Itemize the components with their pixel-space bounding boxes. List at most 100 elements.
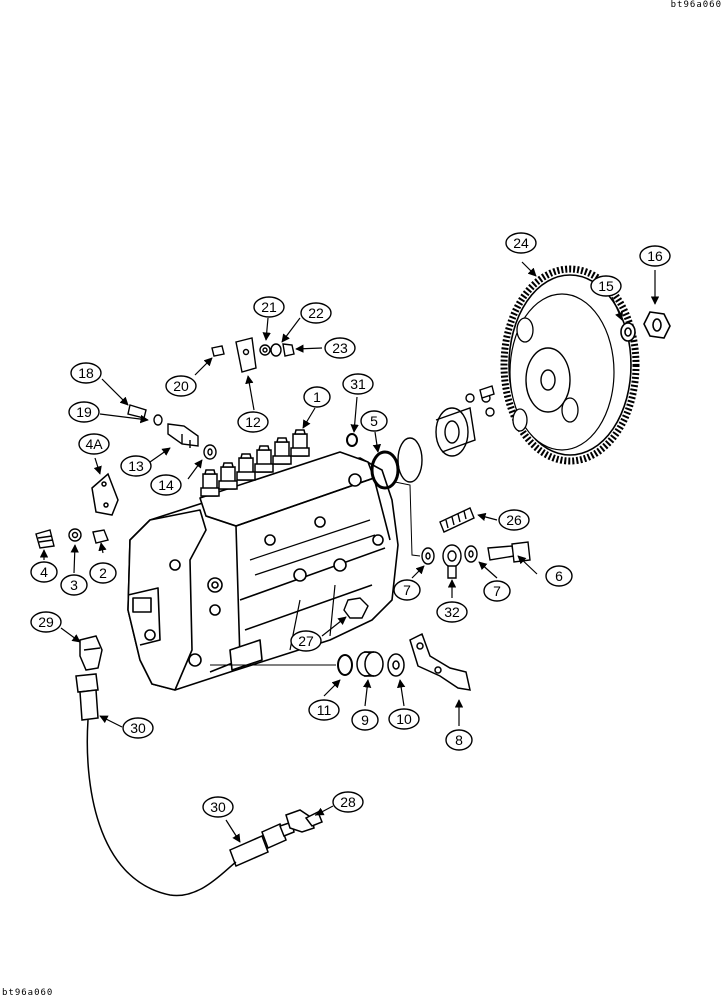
o-ring xyxy=(346,433,358,447)
callout-number: 7 xyxy=(403,582,411,598)
callout-c29: 29 xyxy=(30,611,62,633)
callout-c31: 31 xyxy=(342,373,374,395)
callout-bubble xyxy=(505,232,537,254)
callout-number: 15 xyxy=(598,278,614,294)
callout-bubble xyxy=(332,791,364,813)
callout-c7b: 7 xyxy=(483,580,511,602)
callout-c11: 11 xyxy=(308,699,340,721)
callout-bubble xyxy=(308,699,340,721)
callout-c27: 27 xyxy=(290,630,322,652)
callout-bubble xyxy=(78,433,110,455)
callout-number: 11 xyxy=(317,702,332,718)
leader-lines xyxy=(39,261,660,843)
callout-c20: 20 xyxy=(165,375,197,397)
callout-number: 14 xyxy=(158,477,174,493)
drawing-code-bottom: bt96a060 xyxy=(2,988,54,998)
callout-bubble xyxy=(290,630,322,652)
callout-bubble xyxy=(253,296,285,318)
return-line-parts xyxy=(421,541,531,579)
callout-number: 3 xyxy=(70,577,78,593)
callout-number: 9 xyxy=(361,712,369,728)
callout-number: 32 xyxy=(444,604,460,620)
callout-bubble xyxy=(590,275,622,297)
callout-bubble xyxy=(60,574,88,596)
callout-number: 4 xyxy=(40,564,48,580)
callout-number: 13 xyxy=(128,458,144,474)
callout-number: 30 xyxy=(130,720,146,736)
callout-bubble xyxy=(342,373,374,395)
callout-c32: 32 xyxy=(436,601,468,623)
callout-number: 18 xyxy=(78,365,94,381)
callout-c9: 9 xyxy=(351,709,379,731)
callout-c24: 24 xyxy=(505,232,537,254)
callout-bubble xyxy=(388,708,420,730)
callout-bubble xyxy=(445,729,473,751)
callout-c4a: 4A xyxy=(78,433,110,455)
callout-bubble xyxy=(30,611,62,633)
callout-c18: 18 xyxy=(70,362,102,384)
callout-bubble xyxy=(498,509,530,531)
callout-c13: 13 xyxy=(120,455,152,477)
callout-bubble xyxy=(122,717,154,739)
callout-c10: 10 xyxy=(388,708,420,730)
seal-ring xyxy=(370,450,400,490)
oil-line-parts xyxy=(75,635,323,868)
callout-number: 29 xyxy=(38,614,54,630)
callout-c22: 22 xyxy=(300,302,332,324)
callout-c15: 15 xyxy=(590,275,622,297)
callout-number: 7 xyxy=(493,583,501,599)
callout-bubble xyxy=(30,561,58,583)
callout-c30a: 30 xyxy=(122,717,154,739)
callout-number: 10 xyxy=(396,711,412,727)
callout-number: 24 xyxy=(513,235,529,251)
callout-number: 12 xyxy=(245,414,261,430)
callout-number: 5 xyxy=(370,413,378,429)
callout-c21: 21 xyxy=(253,296,285,318)
callout-bubble xyxy=(300,302,332,324)
stud xyxy=(439,507,475,533)
callout-bubble xyxy=(237,411,269,433)
callout-number: 4A xyxy=(85,436,103,452)
callout-number: 20 xyxy=(173,378,189,394)
callout-c7a: 7 xyxy=(393,579,421,601)
callout-c4: 4 xyxy=(30,561,58,583)
cover-plate xyxy=(91,472,119,516)
callout-number: 1 xyxy=(313,389,321,405)
drive-gear xyxy=(500,265,640,465)
callout-number: 6 xyxy=(555,568,563,584)
callout-number: 21 xyxy=(261,299,277,315)
callout-number: 19 xyxy=(76,404,92,420)
callout-bubble xyxy=(70,362,102,384)
callout-bubble xyxy=(436,601,468,623)
callout-c16: 16 xyxy=(639,245,671,267)
bracket-parts xyxy=(211,337,295,373)
callout-bubble xyxy=(68,401,100,423)
callout-c6: 6 xyxy=(545,565,573,587)
callout-number: 23 xyxy=(332,340,348,356)
callout-number: 30 xyxy=(210,799,226,815)
callout-c30b: 30 xyxy=(202,796,234,818)
callout-bubble xyxy=(639,245,671,267)
callout-c1: 1 xyxy=(303,386,331,408)
callout-bubble xyxy=(393,579,421,601)
injection-pump-body xyxy=(127,451,399,691)
callout-bubble xyxy=(324,337,356,359)
callout-number: 8 xyxy=(455,732,463,748)
callout-c19: 19 xyxy=(68,401,100,423)
callout-bubble xyxy=(360,410,388,432)
callout-c28: 28 xyxy=(332,791,364,813)
callout-bubble xyxy=(150,474,182,496)
callout-number: 26 xyxy=(506,512,522,528)
callout-number: 31 xyxy=(350,376,366,392)
callout-number: 16 xyxy=(647,248,663,264)
callout-bubble xyxy=(303,386,331,408)
callout-c23: 23 xyxy=(324,337,356,359)
callout-number: 2 xyxy=(99,565,107,581)
lever-parts xyxy=(337,632,471,691)
callout-number: 27 xyxy=(298,633,314,649)
callout-bubble xyxy=(165,375,197,397)
drawing-code-top: bt96a060 xyxy=(670,0,722,10)
